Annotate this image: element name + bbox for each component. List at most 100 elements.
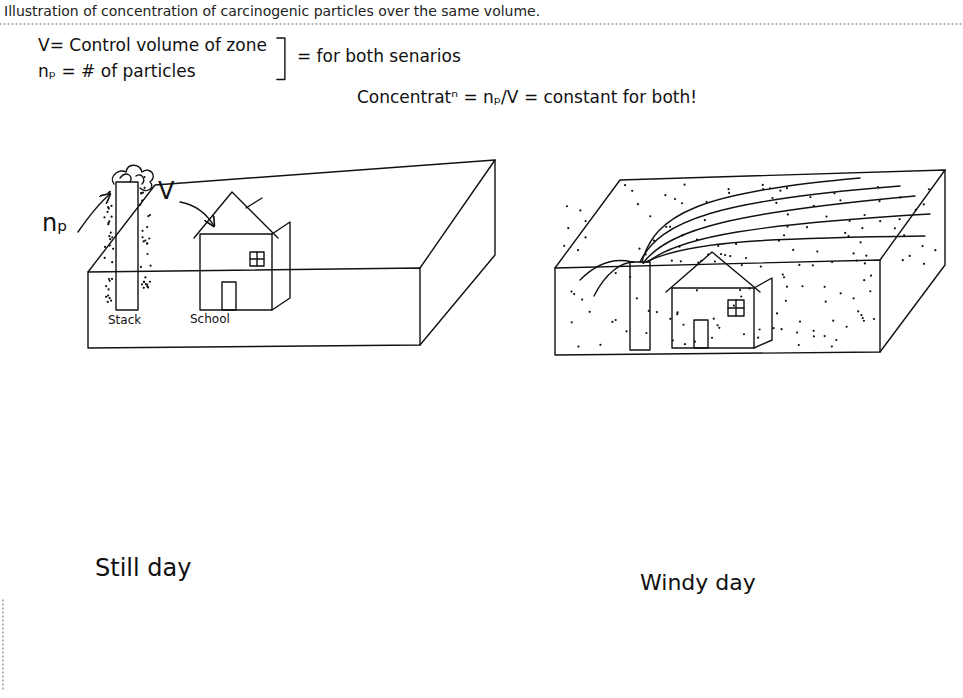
particle: [861, 227, 863, 229]
particle: [847, 235, 849, 237]
particle: [899, 196, 901, 198]
particle: [111, 236, 113, 238]
particle: [637, 203, 639, 205]
particle: [782, 273, 784, 275]
particle: [869, 290, 871, 292]
particle: [878, 200, 880, 202]
particle: [148, 237, 150, 239]
particle: [676, 313, 678, 315]
particle: [798, 264, 800, 266]
particle: [624, 184, 626, 186]
particle: [109, 280, 111, 282]
particle: [813, 335, 815, 337]
particle: [112, 248, 114, 250]
particle: [839, 199, 841, 201]
particle: [786, 187, 788, 189]
particle: [728, 192, 730, 194]
particle: [824, 286, 826, 288]
particle: [769, 187, 771, 189]
particle: [772, 327, 774, 329]
particle: [915, 209, 917, 211]
particle: [863, 320, 865, 322]
particle: [143, 176, 145, 178]
particle: [648, 310, 650, 312]
particle: [681, 202, 683, 204]
particle: [840, 292, 842, 294]
stack-windy: [630, 262, 650, 350]
particle: [786, 286, 788, 288]
particle: [653, 239, 655, 241]
particle: [714, 260, 716, 262]
particle: [141, 230, 143, 232]
particle: [739, 289, 741, 291]
particle: [645, 253, 647, 255]
particle: [105, 296, 107, 298]
particle: [775, 202, 777, 204]
particle: [694, 341, 696, 343]
particle: [853, 297, 855, 299]
particle: [762, 184, 764, 186]
particle: [934, 249, 936, 251]
particle: [107, 294, 109, 296]
particle: [664, 194, 666, 196]
particle: [801, 285, 803, 287]
particle: [877, 186, 879, 188]
particle: [147, 215, 149, 217]
definition-note: V= Control volume of zone: [38, 36, 267, 56]
particle: [110, 232, 112, 234]
still-day-volume: [88, 160, 495, 348]
particle: [107, 288, 109, 290]
particle: [778, 240, 780, 242]
school-still: [194, 192, 290, 310]
particle: [146, 285, 148, 287]
particle: [923, 263, 925, 265]
particle: [638, 248, 640, 250]
particle: [780, 328, 782, 330]
particle: [146, 226, 148, 228]
particle: [700, 260, 702, 262]
particle: [696, 238, 698, 240]
particle: [856, 259, 858, 261]
particle: [108, 220, 110, 222]
particle: [760, 266, 762, 268]
particle: [853, 252, 855, 254]
particle: [928, 188, 930, 190]
particle: [792, 249, 794, 251]
particle: [110, 205, 112, 207]
particle: [717, 245, 719, 247]
particle: [611, 321, 613, 323]
part-label: School: [190, 313, 230, 327]
particle: [111, 278, 113, 280]
particle: [669, 318, 671, 320]
particle: [849, 220, 851, 222]
particle: [108, 235, 110, 237]
particle: [109, 191, 111, 193]
particle: [799, 321, 801, 323]
particle: [571, 321, 573, 323]
particle: [631, 190, 633, 192]
particle: [816, 250, 818, 252]
particle: [813, 205, 815, 207]
particle: [859, 241, 861, 243]
particle: [683, 184, 685, 186]
particle: [923, 203, 925, 205]
particle: [863, 279, 865, 281]
particle: [735, 243, 737, 245]
particle: [857, 310, 859, 312]
particle: [697, 261, 699, 263]
particle: [140, 192, 142, 194]
page-rule: [2, 600, 3, 690]
particle: [567, 227, 569, 229]
particle: [573, 293, 575, 295]
particle: [706, 201, 708, 203]
particle: [141, 200, 143, 202]
page-title: Illustration of concentration of carcino…: [4, 3, 540, 19]
particle: [865, 255, 867, 257]
particle: [899, 218, 901, 220]
particle: [783, 276, 785, 278]
particle: [105, 285, 107, 287]
particle: [665, 226, 667, 228]
particle: [844, 232, 846, 234]
particle: [783, 234, 785, 236]
particle: [902, 259, 904, 261]
